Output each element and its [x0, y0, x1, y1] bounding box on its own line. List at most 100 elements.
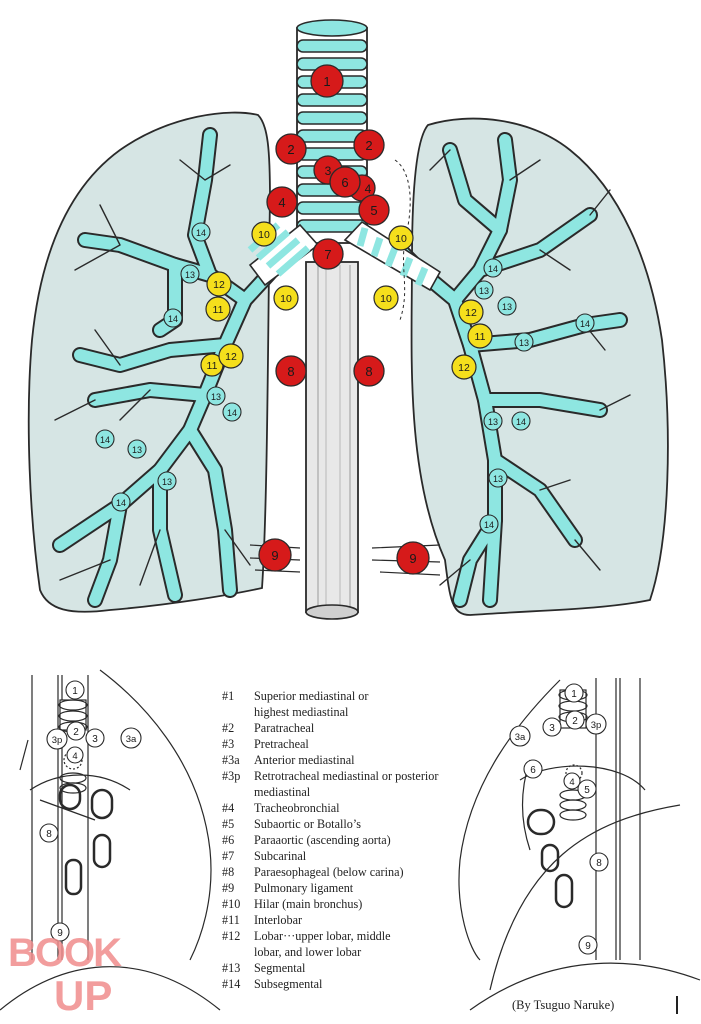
- small-right-station-8-label: 8: [596, 858, 602, 869]
- small-right-station-3p-label: 3p: [591, 720, 602, 731]
- left-main-bronchus: [343, 220, 442, 292]
- right-lateral-view-diagram: 1 2 3p 3 3a 4 8 9: [0, 669, 221, 1011]
- bookup-watermark-logo: BOOK UP: [8, 931, 124, 1015]
- legend-station-number: #12: [222, 929, 241, 943]
- station-12-right-upper: 12: [206, 271, 232, 297]
- station-14-r3: 14: [222, 402, 242, 422]
- station-13-r2-label: 13: [211, 392, 221, 402]
- station-10-left-upper-label: 10: [395, 233, 407, 245]
- small-right-station-4: 4: [563, 772, 581, 790]
- station-6-label: 6: [341, 175, 348, 190]
- station-11-left-label: 11: [475, 331, 486, 343]
- small-right-station-1-label: 1: [571, 689, 577, 700]
- station-12-right-lower: 12: [218, 343, 244, 369]
- station-13-r1-label: 13: [185, 270, 195, 280]
- credit-divider: [676, 996, 678, 1014]
- station-1: 1: [310, 64, 344, 98]
- station-13-l4-label: 13: [488, 417, 498, 427]
- station-12-right-upper-label: 12: [213, 279, 225, 291]
- small-left-station-4-label: 4: [72, 751, 77, 762]
- station-13-l4: 13: [483, 411, 503, 431]
- legend-station-number: #8: [222, 865, 235, 879]
- legend-station-name: Tracheobronchial: [254, 801, 340, 815]
- legend-station-name: Anterior mediastinal: [254, 753, 355, 767]
- legend-station-name: highest mediastinal: [254, 705, 349, 719]
- station-11-right-lower-label: 11: [207, 360, 218, 372]
- legend-station-number: #10: [222, 897, 241, 911]
- station-2-left: 2: [353, 129, 385, 161]
- station-7: 7: [312, 238, 344, 270]
- station-4-left-label: 4: [365, 182, 372, 196]
- station-12-left-lower: 12: [451, 354, 477, 380]
- legend-station-number: [222, 784, 254, 800]
- small-left-station-8: 8: [39, 823, 59, 843]
- station-8-left-label: 8: [365, 364, 372, 379]
- small-left-station-9-label: 9: [57, 928, 63, 939]
- station-4-right-label: 4: [278, 195, 285, 210]
- small-right-station-2-label: 2: [572, 716, 578, 727]
- station-14-l4: 14: [479, 514, 499, 534]
- legend-station-name: Paraaortic (ascending aorta): [254, 833, 391, 847]
- legend-station-number: #9: [222, 881, 235, 895]
- station-10-right-upper-label: 10: [258, 229, 270, 241]
- station-13-l1-label: 13: [479, 286, 489, 296]
- station-14-l3-label: 14: [516, 417, 526, 427]
- station-9-left: 9: [396, 541, 430, 575]
- small-left-station-2-label: 2: [73, 727, 79, 738]
- small-right-station-3: 3: [542, 717, 562, 737]
- legend-station-number: [222, 944, 254, 960]
- station-12-left-upper: 12: [458, 299, 484, 325]
- small-left-station-3p: 3p: [46, 728, 68, 750]
- station-13-l1: 13: [474, 280, 494, 300]
- esophagus: [305, 261, 359, 620]
- small-left-station-2: 2: [66, 721, 86, 741]
- station-13-r3: 13: [127, 439, 147, 459]
- station-13-l5: 13: [488, 468, 508, 488]
- small-left-station-3p-label: 3p: [52, 735, 63, 746]
- station-14-l2: 14: [575, 313, 595, 333]
- watermark-line1: BOOK: [8, 931, 122, 975]
- station-10-right-lower: 10: [273, 285, 299, 311]
- legend-station-name: Paraesophageal (below carina): [254, 865, 404, 879]
- station-13-r2: 13: [206, 386, 226, 406]
- small-right-station-6-label: 6: [530, 765, 536, 776]
- station-12-left-upper-label: 12: [465, 307, 477, 319]
- small-right-station-6: 6: [523, 759, 543, 779]
- small-left-station-3-label: 3: [92, 734, 98, 745]
- small-left-station-9: 9: [50, 922, 70, 942]
- watermark-line2: UP: [54, 972, 112, 1015]
- station-9-left-label: 9: [409, 551, 416, 566]
- trachea: [296, 19, 368, 244]
- station-9-right-label: 9: [271, 548, 278, 563]
- legend-station-number: #5: [222, 817, 235, 831]
- station-9-right: 9: [258, 538, 292, 572]
- left-lateral-view-diagram: 1 2 3 3p 3a 6 4 5 8 9: [458, 678, 701, 1011]
- legend-station-number: #3a: [222, 753, 240, 767]
- station-5-label: 5: [370, 203, 377, 218]
- small-right-station-5: 5: [577, 779, 597, 799]
- small-left-station-3: 3: [85, 728, 105, 748]
- right-main-bronchus: [247, 222, 320, 287]
- legend-station-number: #13: [222, 961, 241, 975]
- station-14-l3: 14: [511, 411, 531, 431]
- small-left-station-8-label: 8: [46, 829, 52, 840]
- legend-station-name: Segmental: [254, 961, 306, 975]
- small-left-station-1-label: 1: [72, 686, 78, 697]
- station-14-l4-label: 14: [484, 520, 494, 530]
- legend-station-name: Retrotracheal mediastinal or posterior: [254, 769, 439, 783]
- legend-station-number: #14: [222, 977, 241, 991]
- small-left-station-3a: 3a: [120, 727, 142, 749]
- legend-station-name: Interlobar: [254, 913, 303, 927]
- small-left-station-4: 4: [66, 746, 84, 764]
- legend-row: #8 Paraesophageal (below carina): [222, 864, 472, 880]
- station-10-right-lower-label: 10: [280, 293, 292, 305]
- station-3-label: 3: [325, 164, 332, 178]
